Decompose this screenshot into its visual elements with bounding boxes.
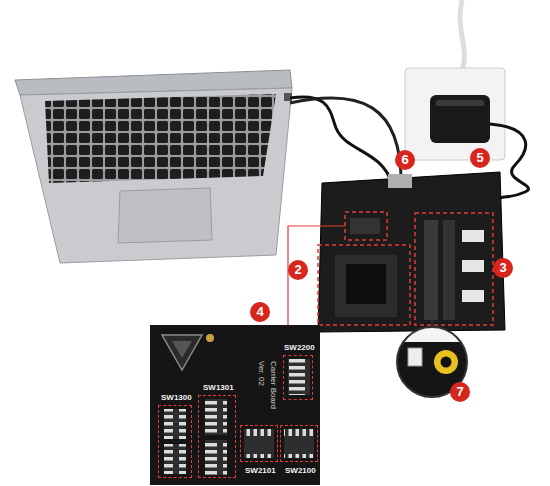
callout-number: 4 bbox=[250, 302, 270, 322]
carrier-board bbox=[335, 255, 397, 317]
callout-number: 2 bbox=[288, 260, 308, 280]
inset-board bbox=[164, 444, 186, 474]
carrier-board bbox=[462, 230, 484, 242]
laptop bbox=[20, 88, 292, 263]
inset-board bbox=[162, 335, 202, 370]
power-outlet bbox=[405, 68, 505, 160]
switch-label: SW1300 bbox=[161, 393, 192, 403]
switch-frame: SW2200 bbox=[283, 355, 313, 400]
highlight-frame bbox=[318, 245, 410, 325]
zoom-circle bbox=[396, 342, 476, 402]
carrier-board bbox=[443, 220, 455, 320]
zoom-circle bbox=[396, 342, 476, 402]
inset-panel: Carrier BoardVer. 02SW1300SW1301SW2200SW… bbox=[150, 325, 320, 485]
laptop bbox=[118, 188, 212, 243]
inset-board bbox=[244, 429, 274, 458]
carrier-board bbox=[346, 264, 386, 304]
inset-board bbox=[150, 325, 320, 485]
power-outlet bbox=[436, 100, 484, 106]
callout-number: 3 bbox=[493, 258, 513, 278]
inset-board bbox=[205, 399, 227, 435]
cables bbox=[290, 98, 401, 184]
carrier-board bbox=[462, 290, 484, 302]
highlight-frame bbox=[415, 213, 493, 325]
highlight-frame bbox=[345, 212, 387, 240]
callout-number: 6 bbox=[395, 150, 415, 170]
carrier-board bbox=[424, 220, 438, 320]
zoom-circle bbox=[434, 350, 458, 374]
inset-board bbox=[206, 334, 214, 342]
inset-board bbox=[205, 440, 227, 475]
highlight-frame bbox=[288, 212, 493, 325]
laptop bbox=[45, 94, 276, 183]
power-outlet bbox=[430, 95, 490, 143]
silkscreen-text: Carrier Board bbox=[268, 361, 278, 409]
zoom-circle bbox=[408, 348, 422, 366]
switch-frame: SW2100 bbox=[280, 425, 318, 462]
switch-label: SW2100 bbox=[285, 466, 316, 476]
carrier-board bbox=[318, 172, 505, 332]
zoom-circle bbox=[441, 357, 452, 368]
switch-frame: SW1301 bbox=[198, 395, 236, 478]
inset-board bbox=[288, 359, 310, 395]
carrier-board bbox=[462, 260, 484, 272]
callout-number: 5 bbox=[470, 148, 490, 168]
zoom-circle bbox=[396, 318, 476, 402]
carrier-board bbox=[388, 174, 412, 188]
inset-board bbox=[164, 409, 186, 439]
carrier-board bbox=[350, 218, 380, 234]
switch-label: SW1301 bbox=[203, 383, 234, 393]
switch-frame: SW1300 bbox=[158, 405, 192, 478]
highlight-frame bbox=[288, 226, 345, 325]
silkscreen-text: Ver. 02 bbox=[256, 361, 266, 386]
callout-number: 7 bbox=[450, 382, 470, 402]
inset-board bbox=[172, 341, 192, 358]
power-outlet bbox=[405, 0, 505, 160]
switch-frame: SW2101 bbox=[240, 425, 278, 462]
power-outlet bbox=[460, 0, 464, 70]
inset-board bbox=[150, 325, 320, 485]
inset-board bbox=[284, 429, 314, 458]
carrier-board bbox=[318, 172, 505, 332]
switch-label: SW2101 bbox=[245, 466, 276, 476]
laptop bbox=[15, 70, 292, 263]
switch-label: SW2200 bbox=[284, 343, 315, 353]
zoom-circle bbox=[431, 318, 433, 327]
